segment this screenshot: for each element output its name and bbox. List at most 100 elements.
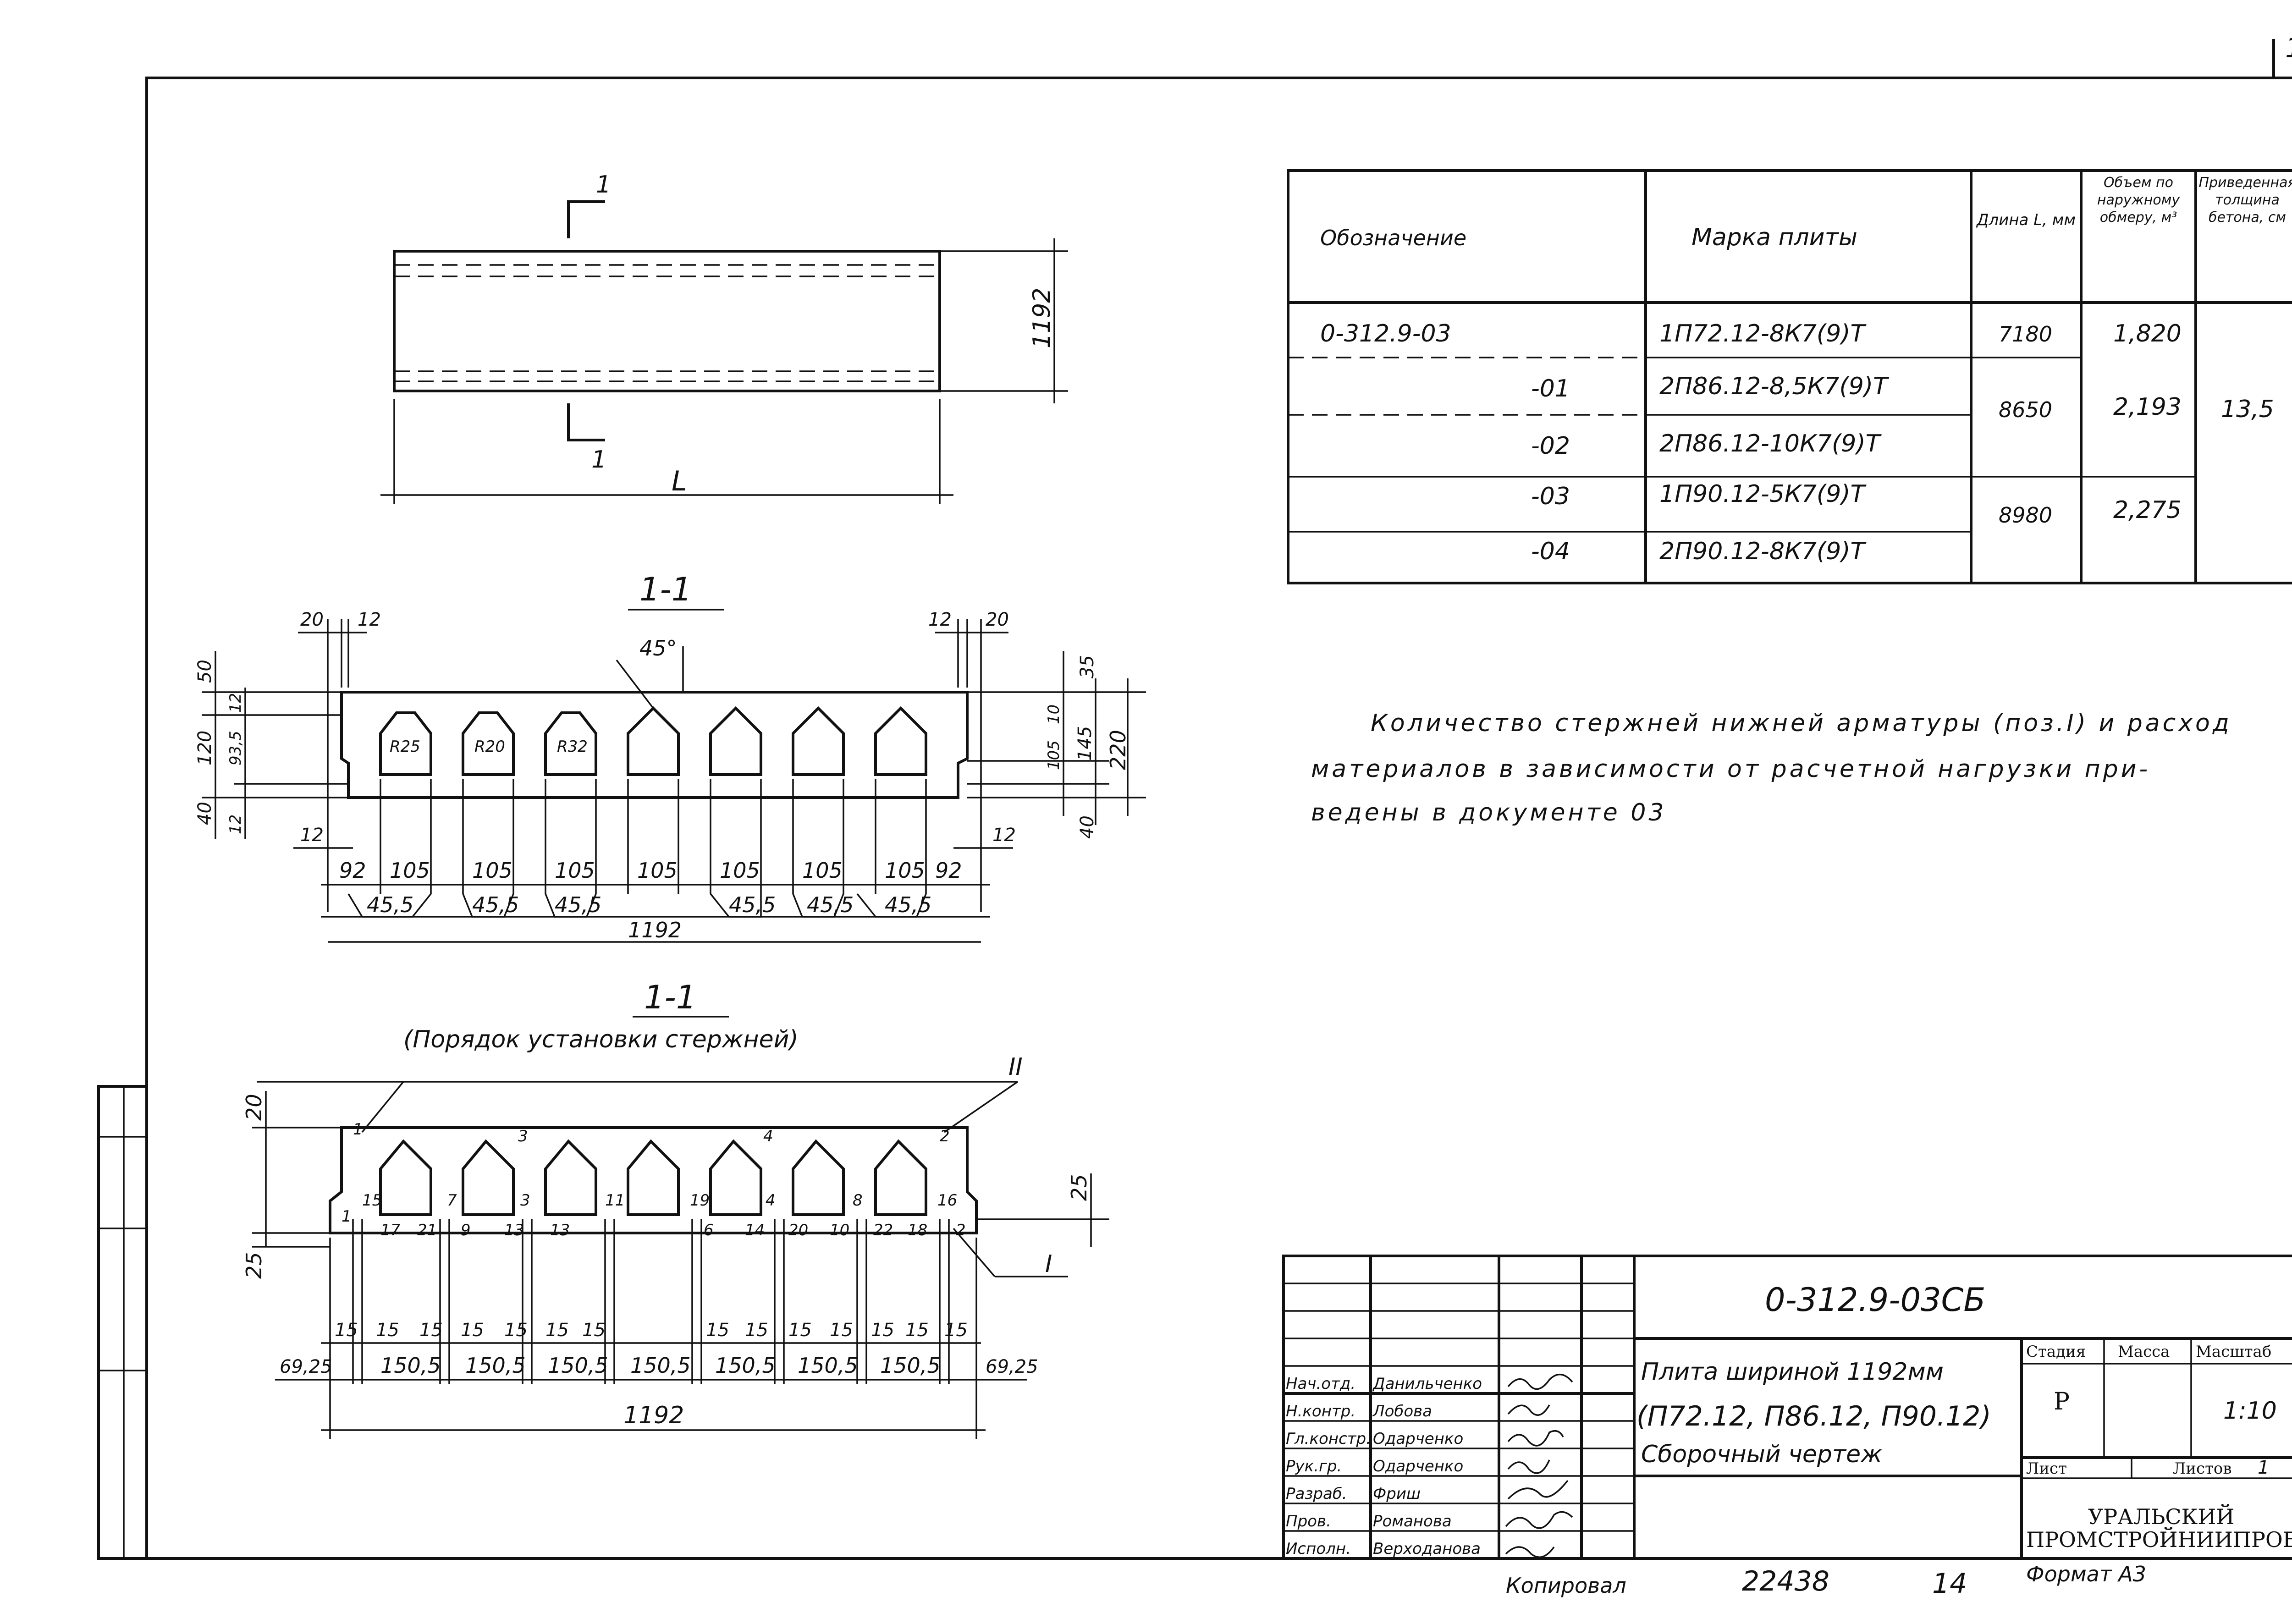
length-2: 8650 — [1999, 397, 2052, 422]
bottom-dim-2: 105 — [390, 858, 430, 883]
rod-numbers-bottom: 1 15 17 21 7 9 13 3 13 11 19 6 14 4 20 1… — [342, 1191, 966, 1239]
rod-num-18: 22 — [873, 1221, 893, 1239]
right-dim-2: 105 — [1045, 740, 1063, 770]
footer-page: 14 — [1932, 1568, 1967, 1600]
section-rods: 1-1 (Порядок установки стержней) II I 20… — [242, 979, 1109, 1439]
rod-num-5: 7 — [447, 1191, 457, 1210]
plan-length-label: L — [672, 465, 687, 497]
rod-num-top-2: 3 — [518, 1127, 528, 1145]
small-dim-4: 15 — [461, 1320, 484, 1341]
thickness-value: 13,5 — [2221, 396, 2274, 423]
small-dim-6: 15 — [545, 1320, 569, 1341]
left-dim-6: 12 — [226, 815, 245, 834]
table-header-mark: Марка плиты — [1691, 224, 1857, 251]
length-1: 7180 — [1999, 322, 2052, 347]
plan-view: 1192 L 1 1 — [380, 171, 1068, 504]
section-main-bottom-dims: 92 105 105 105 105 105 105 105 92 — [321, 779, 990, 894]
radius-label-1: R25 — [390, 738, 420, 756]
section-mark-bottom: 1 — [591, 446, 606, 473]
section-main-cores — [379, 706, 927, 776]
title-line-1: Плита шириной 1192мм — [1641, 1358, 1944, 1386]
row-5-mark: 2П90.12-8К7(9)Т — [1659, 538, 1867, 565]
name-6: Романова — [1373, 1512, 1452, 1530]
top-dim-4: 20 — [986, 609, 1009, 630]
angle-label: 45° — [639, 636, 677, 661]
name-2: Лобова — [1372, 1402, 1432, 1420]
rod-num-6: 9 — [461, 1221, 471, 1239]
rod-left-dim-1: 20 — [242, 1094, 266, 1121]
rod-spacing-dims: 69,25 150,5 150,5 150,5 150,5 150,5 150,… — [275, 1353, 1038, 1431]
small-dim-7: 15 — [582, 1320, 606, 1341]
rod-num-16: 10 — [830, 1221, 849, 1239]
volume-1: 1,820 — [2113, 320, 2182, 347]
left-dim-5: 93,5 — [226, 731, 245, 765]
plan-width-dim: 1192 — [1028, 288, 1056, 348]
footer: Копировал 22438 14 Формат А3 — [1506, 1562, 2146, 1600]
spacing-dim-3: 150,5 — [465, 1353, 526, 1378]
top-dim-2: 12 — [358, 609, 381, 630]
name-5: Фриш — [1373, 1485, 1421, 1503]
rod-num-21: 2 — [956, 1221, 966, 1239]
rod-num-4: 21 — [417, 1221, 437, 1239]
table-header-length: Длина L, мм — [1976, 211, 2076, 229]
spacing-dim-1: 69,25 — [280, 1356, 332, 1377]
rod-num-1: 1 — [342, 1207, 352, 1226]
role-5: Разраб. — [1286, 1485, 1347, 1503]
rod-num-7: 13 — [504, 1221, 524, 1239]
radius-label-3: R32 — [557, 738, 588, 756]
small-dim-1: 15 — [335, 1320, 358, 1341]
stage-value: Р — [2054, 1388, 2070, 1415]
row-5-designation: -04 — [1531, 538, 1570, 565]
note-line-2: материалов в зависимости от расчетной на… — [1311, 755, 2150, 783]
small-dim-2: 15 — [376, 1320, 399, 1341]
length-3: 8980 — [1999, 503, 2052, 528]
small-dim-10: 15 — [788, 1320, 812, 1341]
row-4-mark: 1П90.12-5К7(9)Т — [1659, 480, 1867, 508]
name-4: Одарченко — [1373, 1457, 1463, 1475]
section-rods-total: 1192 — [623, 1402, 684, 1429]
rod-right-dim: 25 — [1067, 1174, 1091, 1201]
rod-num-12: 6 — [704, 1221, 714, 1239]
radius-label-2: R20 — [474, 738, 505, 756]
lower-dim-5: 45,5 — [807, 892, 854, 917]
section-rods-title: 1-1 — [644, 979, 696, 1016]
lower-dim-4: 45,5 — [729, 892, 776, 917]
small-dim-8: 15 — [706, 1320, 729, 1341]
lower-dim-2: 45,5 — [472, 892, 519, 917]
rod-extension-lines — [329, 1219, 977, 1439]
top-dim-3: 12 — [928, 609, 952, 630]
rod-small-dims: 15 15 15 15 15 15 15 15 15 15 15 15 15 1… — [321, 1320, 981, 1344]
footer-inv: 22438 — [1742, 1565, 1829, 1597]
edge-dim-right: 12 — [992, 825, 1016, 846]
right-dim-5: 220 — [1106, 730, 1130, 770]
section-main-total: 1192 — [628, 918, 682, 942]
row-4-designation: -03 — [1531, 483, 1570, 510]
title-block: 0-312.9-03СБ Плита шириной 1192мм (П72.1… — [1282, 1255, 2292, 1560]
small-dim-9: 15 — [745, 1320, 768, 1341]
bottom-dim-1: 92 — [339, 858, 366, 883]
right-dim-6: 40 — [1077, 815, 1098, 839]
spec-table: Обозначение Марка плиты Длина L, мм Объе… — [1287, 169, 2292, 584]
rod-num-top-1: 1 — [353, 1120, 363, 1139]
role-2: Н.контр. — [1286, 1402, 1355, 1420]
volume-3: 2,275 — [2113, 496, 2182, 524]
left-dim-4: 12 — [226, 693, 245, 713]
role-6: Пров. — [1286, 1512, 1331, 1530]
sheet-label: Лист — [2026, 1459, 2067, 1478]
lower-dim-3: 45,5 — [555, 892, 601, 917]
sheet-number: 15 — [2285, 32, 2292, 64]
spacing-dim-7: 150,5 — [798, 1353, 858, 1378]
table-header-designation: Обозначение — [1320, 226, 1466, 250]
row-1-designation: 0-312.9-03 — [1320, 320, 1451, 347]
name-7: Верходанова — [1373, 1540, 1481, 1558]
rod-num-top-4: 2 — [940, 1127, 950, 1145]
role-4: Рук.гр. — [1286, 1457, 1342, 1475]
stage-label: Стадия — [2026, 1343, 2086, 1361]
note: Количество стержней нижней арматуры (поз… — [1311, 710, 2229, 826]
name-3: Одарченко — [1373, 1430, 1463, 1448]
small-dim-12: 15 — [871, 1320, 894, 1341]
rod-num-13: 14 — [745, 1221, 765, 1239]
rod-num-17: 8 — [853, 1191, 863, 1210]
